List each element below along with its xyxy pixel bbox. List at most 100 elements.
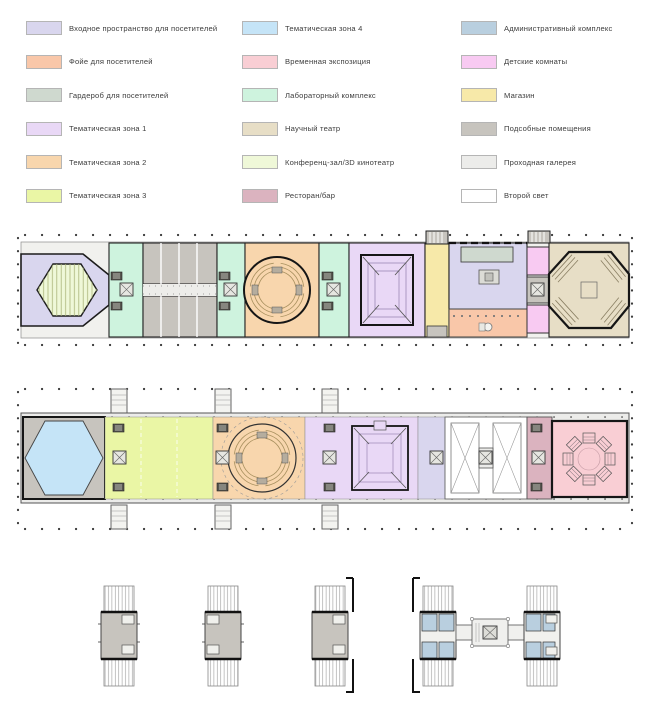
legend-item-foyer: Фойе для посетителей	[26, 54, 231, 69]
exhibition-seating-ring	[562, 432, 616, 486]
legend-item-utility: Подсобные помещения	[461, 121, 646, 136]
legend-swatch-foyer	[26, 54, 62, 69]
legend-item-lab: Лабораторный комплекс	[242, 88, 447, 102]
legend-swatch-zone2	[26, 155, 62, 169]
legend-swatch-admin	[461, 21, 497, 35]
theatre-corner-seating	[551, 254, 626, 326]
tower-2	[202, 585, 244, 687]
legend-swatch-cloakroom	[26, 88, 62, 102]
zone1-amphitheatre-level2	[304, 416, 419, 500]
amphitheatre-steps	[235, 431, 289, 485]
legend-label-lab: Лабораторный комплекс	[285, 90, 376, 100]
second-light-void	[444, 416, 528, 500]
legend-column-1: Входное пространство для посетителей Фой…	[26, 21, 231, 222]
legend-item-gallery: Проходная галерея	[461, 155, 646, 169]
legend-swatch-gallery	[461, 155, 497, 169]
central-corridor	[143, 284, 217, 296]
cloakroom	[460, 246, 514, 263]
legend-label-foyer: Фойе для посетителей	[69, 57, 153, 66]
legend-swatch-zone4	[242, 21, 278, 35]
legend-swatch-theater	[242, 121, 278, 136]
tower-1	[98, 585, 140, 687]
legend-label-entrance: Входное пространство для посетителей	[69, 23, 218, 33]
zone2-amphitheatre-level2	[212, 416, 306, 500]
legend-label-second-light: Второй свет	[504, 191, 549, 200]
legend-item-shop: Магазин	[461, 88, 646, 102]
temporary-exhibition-zone	[550, 419, 629, 499]
legend-swatch-entrance	[26, 21, 62, 35]
legend-label-gallery: Проходная галерея	[504, 157, 577, 167]
legend-swatch-temporary	[242, 54, 278, 69]
tower-5	[523, 585, 561, 687]
tower-4-facade-bracket	[412, 577, 420, 693]
utility-block-center	[142, 242, 218, 338]
legend-label-zone4: Тематическая зона 4	[285, 23, 363, 33]
legend-swatch-conference	[242, 155, 278, 169]
zone-entrance-east	[448, 241, 528, 338]
legend-label-conference: Конференц-зал/3D кинотеатр	[285, 157, 395, 167]
amphitheatre-steps	[251, 266, 303, 314]
floor-plan-level-1	[16, 230, 634, 347]
legend-item-children: Детские комнаты	[461, 54, 646, 69]
legend-item-theater: Научный театр	[242, 121, 447, 136]
column-grid-dots	[16, 233, 634, 347]
legend-label-utility: Подсобные помещения	[504, 124, 591, 133]
legend-label-shop: Магазин	[504, 90, 535, 100]
theatre-stage	[580, 281, 598, 299]
shop-zone	[424, 230, 450, 338]
legend-column-3: Административный комплекс Детские комнат…	[461, 21, 646, 222]
legend-item-restaurant: Ресторан/бар	[242, 188, 447, 203]
legend-item-admin: Административный комплекс	[461, 21, 646, 35]
admin-rooms	[421, 613, 455, 659]
legend-swatch-zone3	[26, 188, 62, 203]
conference-seating-stripes	[37, 264, 97, 316]
legend-item-entrance: Входное пространство для посетителей	[26, 21, 231, 35]
legend-label-theater: Научный театр	[285, 124, 341, 133]
zone-entrance-west	[20, 253, 110, 327]
legend-swatch-children	[461, 54, 497, 69]
legend-item-zone1: Тематическая зона 1	[26, 121, 231, 136]
visitor-foyer	[448, 308, 528, 338]
legend-label-admin: Административный комплекс	[504, 23, 613, 33]
legend-swatch-second-light	[461, 188, 497, 203]
utility-stair-south	[426, 325, 448, 338]
entrance-strip-level2	[417, 416, 446, 500]
legend-item-conference: Конференц-зал/3D кинотеатр	[242, 155, 447, 169]
legend-swatch-lab	[242, 88, 278, 102]
tower-3-facade-bracket	[346, 577, 354, 693]
lab-tower-2	[216, 242, 246, 338]
legend-swatch-shop	[461, 88, 497, 102]
legend-label-temporary: Временная экспозиция	[285, 57, 371, 66]
utility-stair-tower-a	[425, 230, 449, 245]
legend-label-zone2: Тематическая зона 2	[69, 157, 147, 167]
zone1-amphitheatre-level1	[348, 242, 426, 338]
connecting-gallery	[455, 617, 525, 648]
tower-3	[311, 577, 354, 693]
legend-item-temporary: Временная экспозиция	[242, 54, 447, 69]
science-theatre-zone	[547, 242, 631, 338]
children-rooms-zone	[526, 230, 551, 334]
legend-label-restaurant: Ресторан/бар	[285, 191, 336, 200]
restaurant-bar-strip	[526, 416, 553, 500]
zone4-hexagon	[22, 416, 106, 500]
legend-label-zone1: Тематическая зона 1	[69, 124, 147, 133]
floor-plan-level-2	[16, 387, 634, 531]
lab-tower-1	[108, 242, 144, 338]
legend-swatch-restaurant	[242, 188, 278, 203]
legend-label-cloakroom: Гардероб для посетителей	[69, 90, 169, 100]
legend-item-zone2: Тематическая зона 2	[26, 155, 231, 169]
zone3-level2	[104, 416, 214, 500]
gallery-columns	[470, 617, 510, 648]
lab-tower-3	[318, 242, 350, 338]
legend-item-zone4: Тематическая зона 4	[242, 21, 447, 35]
legend-item-second-light: Второй свет	[461, 188, 646, 203]
legend-swatch-zone1	[26, 121, 62, 136]
legend-label-children: Детские комнаты	[504, 57, 568, 66]
legend-item-cloakroom: Гардероб для посетителей	[26, 88, 231, 102]
tower-4	[412, 577, 457, 693]
legend-swatch-utility	[461, 121, 497, 136]
legend-label-zone3: Тематическая зона 3	[69, 191, 147, 200]
legend-item-zone3: Тематическая зона 3	[26, 188, 231, 203]
utility-stair-tower-b	[527, 230, 551, 244]
floor-plan-level-3	[98, 577, 561, 693]
